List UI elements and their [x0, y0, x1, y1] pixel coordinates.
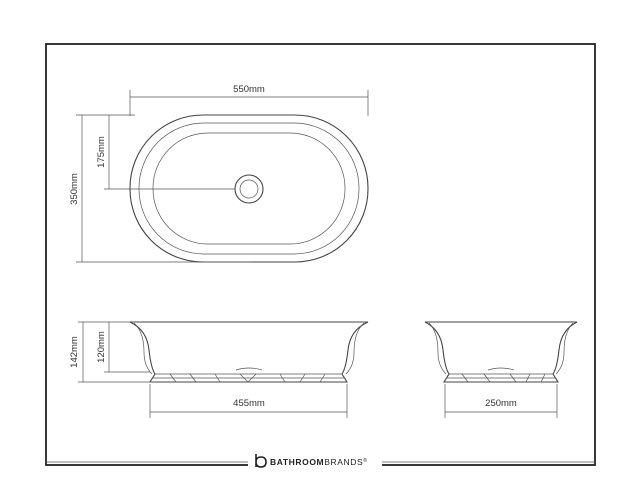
brand-name-light: BRANDS [324, 457, 363, 467]
dim-top-width: 550mm [233, 84, 265, 95]
bathroombrands-logo-icon [255, 454, 267, 468]
dim-top-depth: 350mm [69, 173, 80, 205]
top-view: 550mm 350mm 175mm [69, 84, 369, 263]
brand-footer: BATHROOMBRANDS® [46, 454, 595, 469]
dim-side-base-width: 250mm [485, 398, 517, 409]
dim-front-base-width: 455mm [233, 398, 265, 409]
drain-outer [234, 174, 264, 204]
side-outer-profile [424, 321, 578, 383]
side-view: 250mm [424, 321, 578, 418]
brand-mark: ® [363, 457, 367, 464]
dim-front-bowl-height: 120mm [96, 331, 107, 363]
basin-inner-rim [138, 122, 360, 255]
basin-outer-rim [129, 114, 369, 263]
drain-inner [239, 179, 259, 199]
basin-bowl [152, 132, 346, 245]
front-view: 142mm 120mm 455mm [69, 321, 369, 418]
brand-name-bold: BATHROOM [270, 457, 324, 467]
front-outer-profile [129, 321, 369, 383]
dim-top-half-depth: 175mm [96, 136, 107, 168]
brand-name: BATHROOMBRANDS® [270, 457, 368, 467]
dim-front-total-height: 142mm [69, 336, 80, 368]
